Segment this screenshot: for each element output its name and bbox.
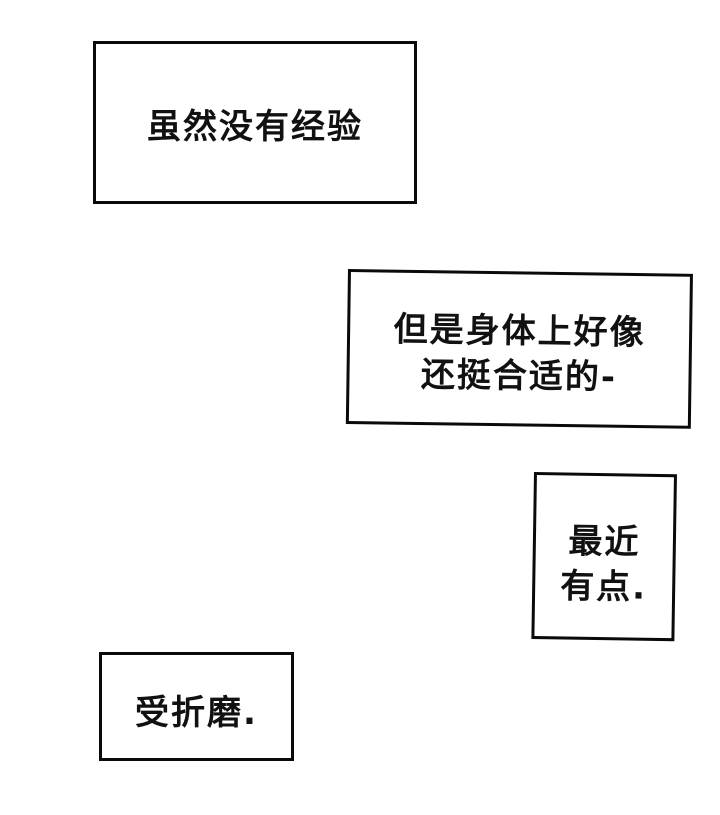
- caption-text: 还挺合适的-: [420, 354, 618, 398]
- caption-box-3: 最近 有点.: [531, 472, 677, 642]
- caption-text: 有点.: [559, 565, 648, 608]
- caption-box-4: 受折磨.: [99, 652, 294, 761]
- caption-box-1: 虽然没有经验: [93, 41, 417, 204]
- caption-text: 受折磨.: [135, 693, 258, 734]
- caption-text: 最近: [568, 521, 641, 563]
- caption-text: 但是身体上好像: [393, 309, 646, 354]
- caption-box-2: 但是身体上好像 还挺合适的-: [345, 269, 693, 429]
- caption-text: 虽然没有经验: [147, 107, 363, 148]
